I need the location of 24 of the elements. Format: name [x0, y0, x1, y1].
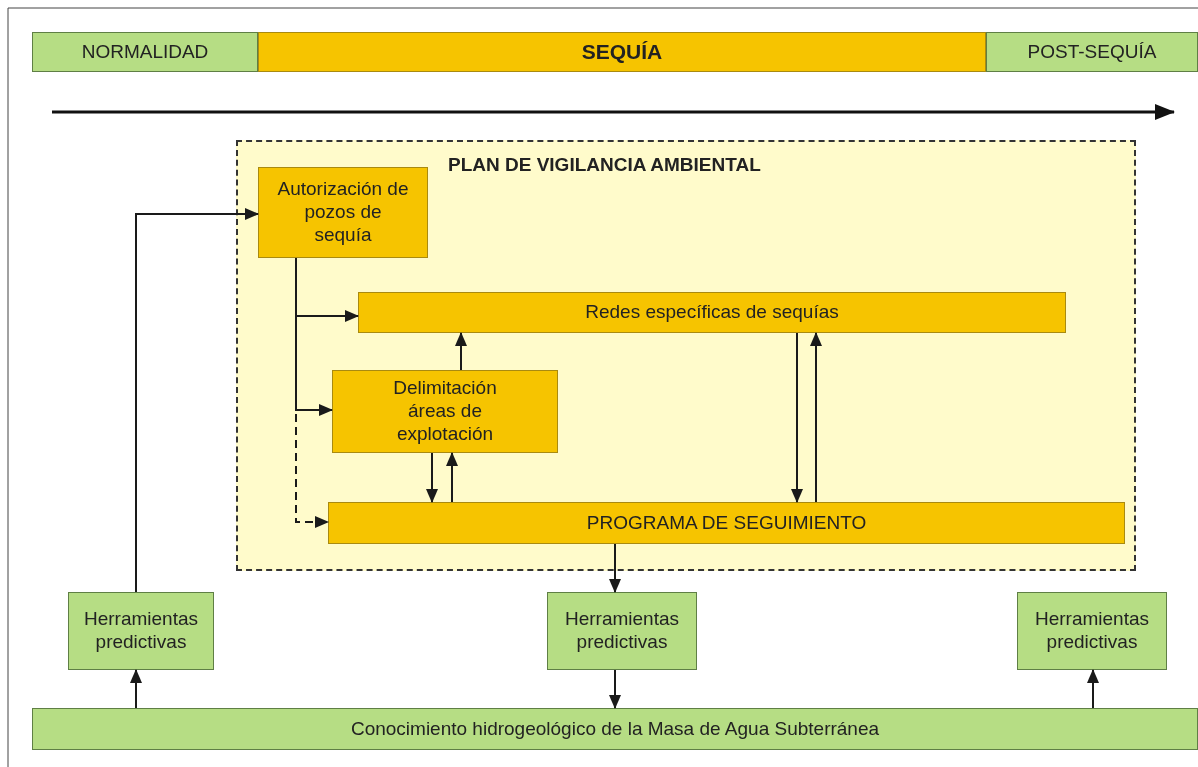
- process-box: Redes específicas de sequías: [358, 292, 1066, 333]
- arrow: [455, 332, 467, 371]
- tool-box: Herramientas predictivas: [1017, 592, 1167, 670]
- arrow: [609, 669, 621, 709]
- tool-box: Herramientas predictivas: [68, 592, 214, 670]
- knowledge-bar: Conocimiento hidrogeológico de la Masa de Agua Subterránea: [32, 708, 1198, 750]
- arrow: [446, 452, 458, 503]
- tool-box: Herramientas predictivas: [547, 592, 697, 670]
- arrow: [810, 332, 822, 503]
- process-box: Delimitación áreas de explotación: [332, 370, 558, 453]
- dashed-panel: [236, 140, 1136, 571]
- arrow: [791, 332, 803, 503]
- arrow: [130, 669, 142, 709]
- panel-title: PLAN DE VIGILANCIA AMBIENTAL: [448, 154, 761, 177]
- arrow: [1087, 669, 1099, 709]
- arrow: [426, 452, 438, 503]
- phase-bar: POST-SEQUÍA: [986, 32, 1198, 72]
- phase-bar: SEQUÍA: [258, 32, 986, 72]
- arrow: [135, 208, 259, 593]
- process-box: Autorización de pozos de sequía: [258, 167, 428, 258]
- phase-bar: NORMALIDAD: [32, 32, 258, 72]
- arrow: [295, 257, 329, 528]
- arrow: [609, 543, 621, 593]
- process-box: PROGRAMA DE SEGUIMIENTO: [328, 502, 1125, 544]
